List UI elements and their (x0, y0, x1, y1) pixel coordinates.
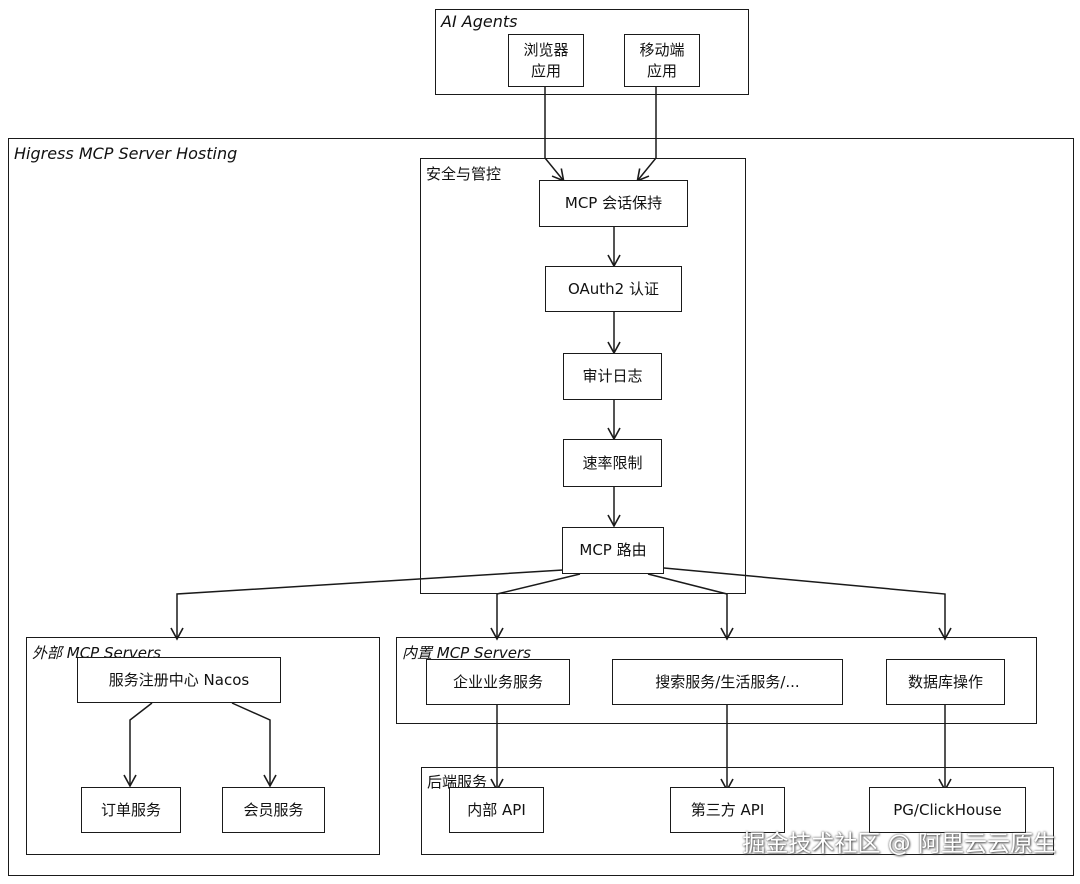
hosting-group (8, 138, 1074, 876)
security-title: 安全与管控 (426, 165, 502, 183)
oauth2-auth-node: OAuth2 认证 (545, 266, 682, 312)
security-group (420, 158, 746, 594)
enterprise-service-node: 企业业务服务 (426, 659, 570, 705)
search-life-service-node: 搜索服务/生活服务/... (612, 659, 843, 705)
arrow-nacos-to-member (231, 702, 277, 788)
watermark-text: 掘金技术社区 @ 阿里云云原生 (742, 831, 1056, 857)
hosting-title: Higress MCP Server Hosting (14, 144, 238, 163)
member-service-node: 会员服务 (222, 787, 325, 833)
arrow-routing-to-external (170, 569, 564, 641)
rate-limit-node: 速率限制 (563, 439, 662, 487)
ai-agents-group (435, 9, 749, 95)
arrow-mobile-to-session (636, 87, 657, 183)
backend-services-title: 后端服务 (427, 773, 488, 791)
arrow-routing-to-search (647, 573, 734, 641)
mcp-routing-node: MCP 路由 (562, 527, 664, 574)
external-servers-group (26, 637, 380, 855)
internal-api-node: 内部 API (449, 787, 544, 833)
arrow-browser-to-session (544, 87, 565, 183)
arrow-routing-to-enterprise (490, 573, 581, 641)
third-party-api-node: 第三方 API (670, 787, 785, 833)
backend-services-group (421, 767, 1054, 855)
arrow-nacos-to-order (123, 702, 153, 788)
builtin-servers-group (396, 637, 1037, 724)
browser-app-node: 浏览器 应用 (508, 34, 584, 87)
audit-log-node: 审计日志 (563, 353, 662, 400)
ai-agents-title: AI Agents (441, 12, 518, 31)
pg-clickhouse-node: PG/ClickHouse (869, 787, 1026, 833)
arrow-routing-to-database (663, 567, 952, 641)
nacos-registry-node: 服务注册中心 Nacos (77, 657, 281, 703)
mobile-app-node: 移动端 应用 (624, 34, 700, 87)
session-keepalive-node: MCP 会话保持 (539, 180, 688, 227)
database-ops-node: 数据库操作 (886, 659, 1005, 705)
builtin-servers-title: 内置 MCP Servers (402, 644, 532, 662)
order-service-node: 订单服务 (81, 787, 181, 833)
